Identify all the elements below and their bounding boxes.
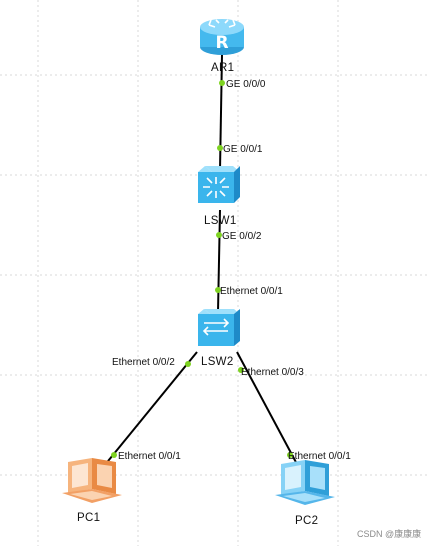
pc-icon bbox=[62, 458, 122, 503]
device-pc1[interactable]: PC1 bbox=[62, 458, 122, 524]
device-pc2[interactable]: PC2 bbox=[275, 460, 335, 527]
device-label-pc1: PC1 bbox=[77, 512, 100, 524]
port-dot-ar1-ge000[interactable] bbox=[219, 80, 225, 86]
port-label-pc1-eth001: Ethernet 0/0/1 bbox=[118, 451, 181, 462]
l3-switch-icon bbox=[198, 166, 240, 203]
port-label-lsw2-eth003: Ethernet 0/0/3 bbox=[241, 367, 304, 378]
device-ar1[interactable]: R AR1 bbox=[200, 19, 244, 74]
port-dot-lsw1-ge002[interactable] bbox=[216, 232, 222, 238]
pc-icon bbox=[275, 460, 335, 505]
device-label-lsw2: LSW2 bbox=[201, 356, 234, 368]
link-lsw2-pc2[interactable] bbox=[236, 351, 299, 467]
port-label-ar1-ge000: GE 0/0/0 bbox=[226, 79, 266, 90]
device-label-pc2: PC2 bbox=[295, 515, 318, 527]
router-icon: R bbox=[200, 19, 244, 55]
link-lsw2-pc1[interactable] bbox=[103, 351, 198, 467]
device-label-lsw1: LSW1 bbox=[204, 215, 237, 227]
port-dot-lsw2-eth002[interactable] bbox=[185, 361, 191, 367]
device-lsw1[interactable]: LSW1 bbox=[198, 166, 240, 227]
port-label-pc2-eth001: Ethernet 0/0/1 bbox=[288, 451, 351, 462]
csdn-watermark: CSDN @康康康 bbox=[357, 528, 421, 539]
port-label-lsw2-eth001: Ethernet 0/0/1 bbox=[220, 286, 283, 297]
l2-switch-icon bbox=[198, 309, 240, 346]
port-label-lsw1-ge002: GE 0/0/2 bbox=[222, 231, 262, 242]
port-dot-lsw2-eth001[interactable] bbox=[215, 287, 221, 293]
link-lsw1-lsw2[interactable] bbox=[217, 209, 221, 313]
device-label-ar1: AR1 bbox=[211, 62, 234, 74]
svg-text:R: R bbox=[215, 33, 228, 53]
port-label-lsw1-ge001: GE 0/0/1 bbox=[223, 144, 263, 155]
port-dot-lsw1-ge001[interactable] bbox=[217, 145, 223, 151]
port-dot-pc2-eth001[interactable] bbox=[287, 452, 293, 458]
device-lsw2[interactable]: LSW2 bbox=[198, 309, 240, 368]
port-label-lsw2-eth002: Ethernet 0/0/2 bbox=[112, 357, 175, 368]
port-dot-lsw2-eth003[interactable] bbox=[238, 367, 244, 373]
port-dot-pc1-eth001[interactable] bbox=[111, 452, 117, 458]
